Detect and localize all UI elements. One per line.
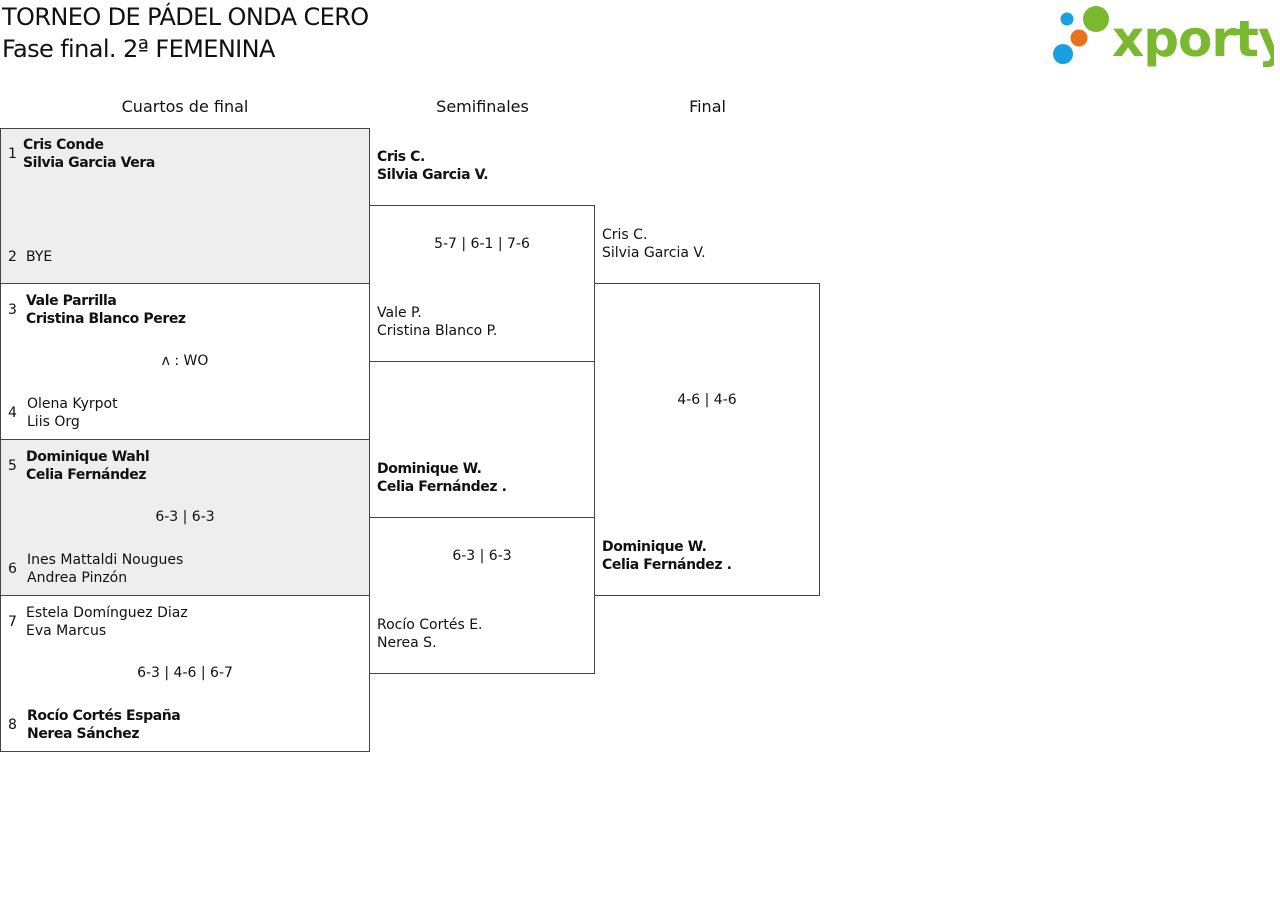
seed-number: 2	[8, 249, 17, 265]
final-match	[594, 283, 820, 596]
player-name: Cristina Blanco Perez	[26, 311, 186, 327]
player-name: Andrea Pinzón	[27, 570, 128, 586]
qf-match-1	[0, 128, 370, 284]
xporty-logo[interactable]: xporty	[1052, 5, 1274, 67]
seed-number: 1	[8, 146, 17, 162]
player-name: Rocío Cortés España	[27, 708, 181, 724]
player-name: Celia Fernández .	[377, 479, 507, 495]
player-name: Olena Kyrpot	[27, 396, 118, 412]
player-name: Dominique W.	[602, 539, 707, 555]
round-header-semifinals: Semifinales	[436, 97, 529, 116]
qf-match-3	[0, 439, 370, 596]
player-name: Nerea Sánchez	[27, 726, 140, 742]
player-name: Cris C.	[602, 227, 648, 243]
team-entry[interactable]: Ines Mattaldi Nougues Andrea Pinzón	[27, 551, 183, 587]
match-score: 4-6 | 4-6	[677, 392, 737, 408]
player-name: Rocío Cortés E.	[377, 617, 483, 633]
player-name: Celia Fernández	[26, 467, 147, 483]
match-score: 6-3 | 6-3	[452, 548, 512, 564]
player-name: Cristina Blanco P.	[377, 323, 498, 339]
player-name: Ines Mattaldi Nougues	[27, 552, 184, 568]
page-title: TORNEO DE PÁDEL ONDA CERO	[2, 3, 369, 31]
player-name: Silvia Garcia V.	[377, 167, 489, 183]
round-header-final: Final	[689, 97, 726, 116]
team-entry[interactable]: Olena Kyrpot Liis Org	[27, 395, 118, 431]
team-entry[interactable]: Rocío Cortés España Nerea Sánchez	[27, 707, 181, 743]
match-score: ʌ : WO	[161, 353, 209, 369]
player-name: Estela Domínguez Diaz	[26, 605, 188, 621]
seed-number: 5	[8, 458, 17, 474]
page-subtitle: Fase final. 2ª FEMENINA	[2, 35, 275, 63]
player-name: Eva Marcus	[26, 623, 107, 639]
team-entry[interactable]: Cris C. Silvia Garcia V.	[602, 226, 706, 262]
seed-number: 8	[8, 717, 17, 733]
match-score: 5-7 | 6-1 | 7-6	[434, 236, 530, 252]
team-entry: BYE	[26, 248, 52, 266]
player-name: Cris C.	[377, 149, 425, 165]
player-name: Celia Fernández .	[602, 557, 732, 573]
player-name: Dominique Wahl	[26, 449, 150, 465]
player-name: Liis Org	[27, 414, 80, 430]
player-name: Silvia Garcia Vera	[23, 155, 155, 171]
match-score: 6-3 | 6-3	[155, 509, 215, 525]
team-entry[interactable]: Cris Conde Silvia Garcia Vera	[23, 136, 155, 172]
player-name: Dominique W.	[377, 461, 482, 477]
team-entry[interactable]: Dominique Wahl Celia Fernández	[26, 448, 150, 484]
player-name: Nerea S.	[377, 635, 437, 651]
seed-number: 6	[8, 561, 17, 577]
seed-number: 4	[8, 405, 17, 421]
player-name: BYE	[26, 249, 53, 265]
player-name: Vale Parrilla	[26, 293, 117, 309]
team-entry[interactable]: Rocío Cortés E. Nerea S.	[377, 616, 483, 652]
logo-dot-green	[1083, 6, 1109, 32]
round-header-quarterfinals: Cuartos de final	[121, 97, 249, 116]
logo-wordmark: xporty	[1112, 10, 1274, 67]
team-entry[interactable]: Vale P. Cristina Blanco P.	[377, 304, 497, 340]
team-entry[interactable]: Cris C. Silvia Garcia V.	[377, 148, 489, 184]
team-entry[interactable]: Dominique W. Celia Fernández .	[377, 460, 507, 496]
match-score: 6-3 | 4-6 | 6-7	[137, 665, 233, 681]
player-name: Vale P.	[377, 305, 422, 321]
seed-number: 3	[8, 302, 17, 318]
logo-dot-blue	[1053, 44, 1073, 64]
player-name: Silvia Garcia V.	[602, 245, 706, 261]
team-entry[interactable]: Vale Parrilla Cristina Blanco Perez	[26, 292, 186, 328]
logo-dot-blue-small	[1060, 12, 1074, 26]
player-name: Cris Conde	[23, 137, 104, 153]
team-entry[interactable]: Estela Domínguez Diaz Eva Marcus	[26, 604, 188, 640]
team-entry[interactable]: Dominique W. Celia Fernández .	[602, 538, 732, 574]
seed-number: 7	[8, 614, 17, 630]
logo-dot-orange	[1070, 29, 1088, 47]
